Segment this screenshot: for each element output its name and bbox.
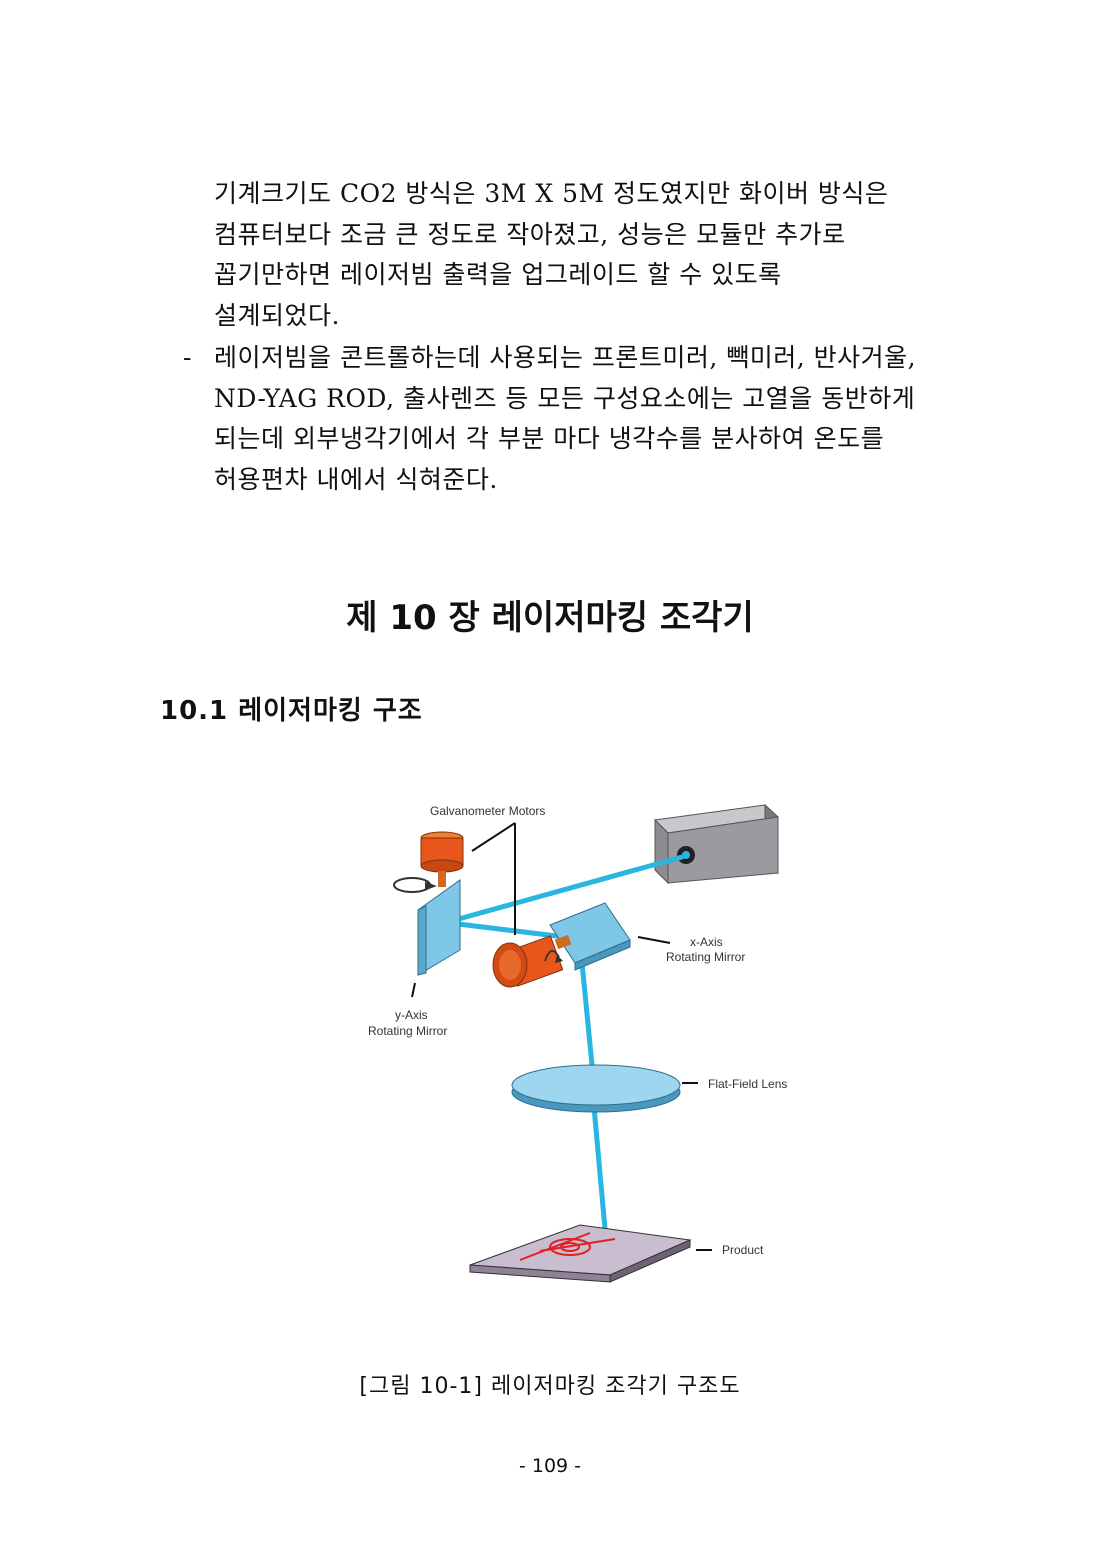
paragraph-line: 허용편차 내에서 식혀준다.	[214, 464, 498, 494]
galvanometer-motors-label: Galvanometer Motors	[430, 804, 545, 818]
x-galvanometer-motor	[492, 934, 572, 988]
flat-field-lens	[511, 1064, 681, 1113]
x-axis-rotating-mirror-label: Rotating Mirror	[666, 950, 745, 964]
marking-pattern	[519, 1232, 616, 1261]
y-axis-rotating-mirror-label: Rotating Mirror	[368, 1024, 447, 1038]
paragraph-line: 되는데 외부냉각기에서 각 부분 마다 냉각수를 분사하여 온도를	[214, 424, 885, 453]
x-axis-mirror	[549, 902, 631, 971]
chapter-title: 제 10 장 레이저마킹 조각기	[346, 598, 754, 638]
page-number: - 109 -	[518, 1455, 582, 1477]
y-axis-mirror	[417, 879, 461, 976]
product-label: Product	[722, 1243, 764, 1257]
figure-caption: [그림 10-1] 레이저마킹 조각기 구조도	[359, 1374, 741, 1399]
paragraph-line: 설계되었다.	[214, 300, 340, 330]
section-title: 10.1 레이저마킹 구조	[160, 696, 423, 726]
paragraph-line: 꼽기만하면 레이저빔 출력을 업그레이드 할 수 있도록	[214, 260, 782, 289]
paragraph-line: 기계크기도 CO2 방식은 3M X 5M 정도였지만 화이버 방식은	[214, 179, 889, 208]
flat-field-lens-label: Flat-Field Lens	[708, 1077, 787, 1091]
laser-marking-diagram: Galvanometer Motors x-Axis Rotating Mirr…	[360, 785, 820, 1295]
paragraph-line: 레이저빔을 콘트롤하는데 사용되는 프론트미러, 빽미러, 반사거울,	[214, 343, 917, 372]
bullet-dash: -	[183, 343, 192, 372]
laser-source-box	[653, 803, 780, 885]
body-paragraph-2: 레이저빔을 콘트롤하는데 사용되는 프론트미러, 빽미러, 반사거울, ND-Y…	[214, 338, 974, 500]
x-axis-label: x-Axis	[690, 935, 723, 949]
laser-beam-paths	[447, 854, 685, 1243]
product-plate	[469, 1224, 692, 1283]
y-galvanometer-motor	[420, 831, 464, 887]
paragraph-line: ND-YAG ROD, 출사렌즈 등 모든 구성요소에는 고열을 동반하게	[214, 383, 916, 413]
paragraph-line: 컴퓨터보다 조금 큰 정도로 작아졌고, 성능은 모듈만 추가로	[214, 219, 846, 249]
body-paragraph-1: 기계크기도 CO2 방식은 3M X 5M 정도였지만 화이버 방식은 컴퓨터보…	[214, 174, 974, 336]
y-axis-label: y-Axis	[395, 1008, 428, 1022]
rotation-arrow-icon	[393, 877, 437, 893]
callout-lines	[411, 822, 712, 1251]
